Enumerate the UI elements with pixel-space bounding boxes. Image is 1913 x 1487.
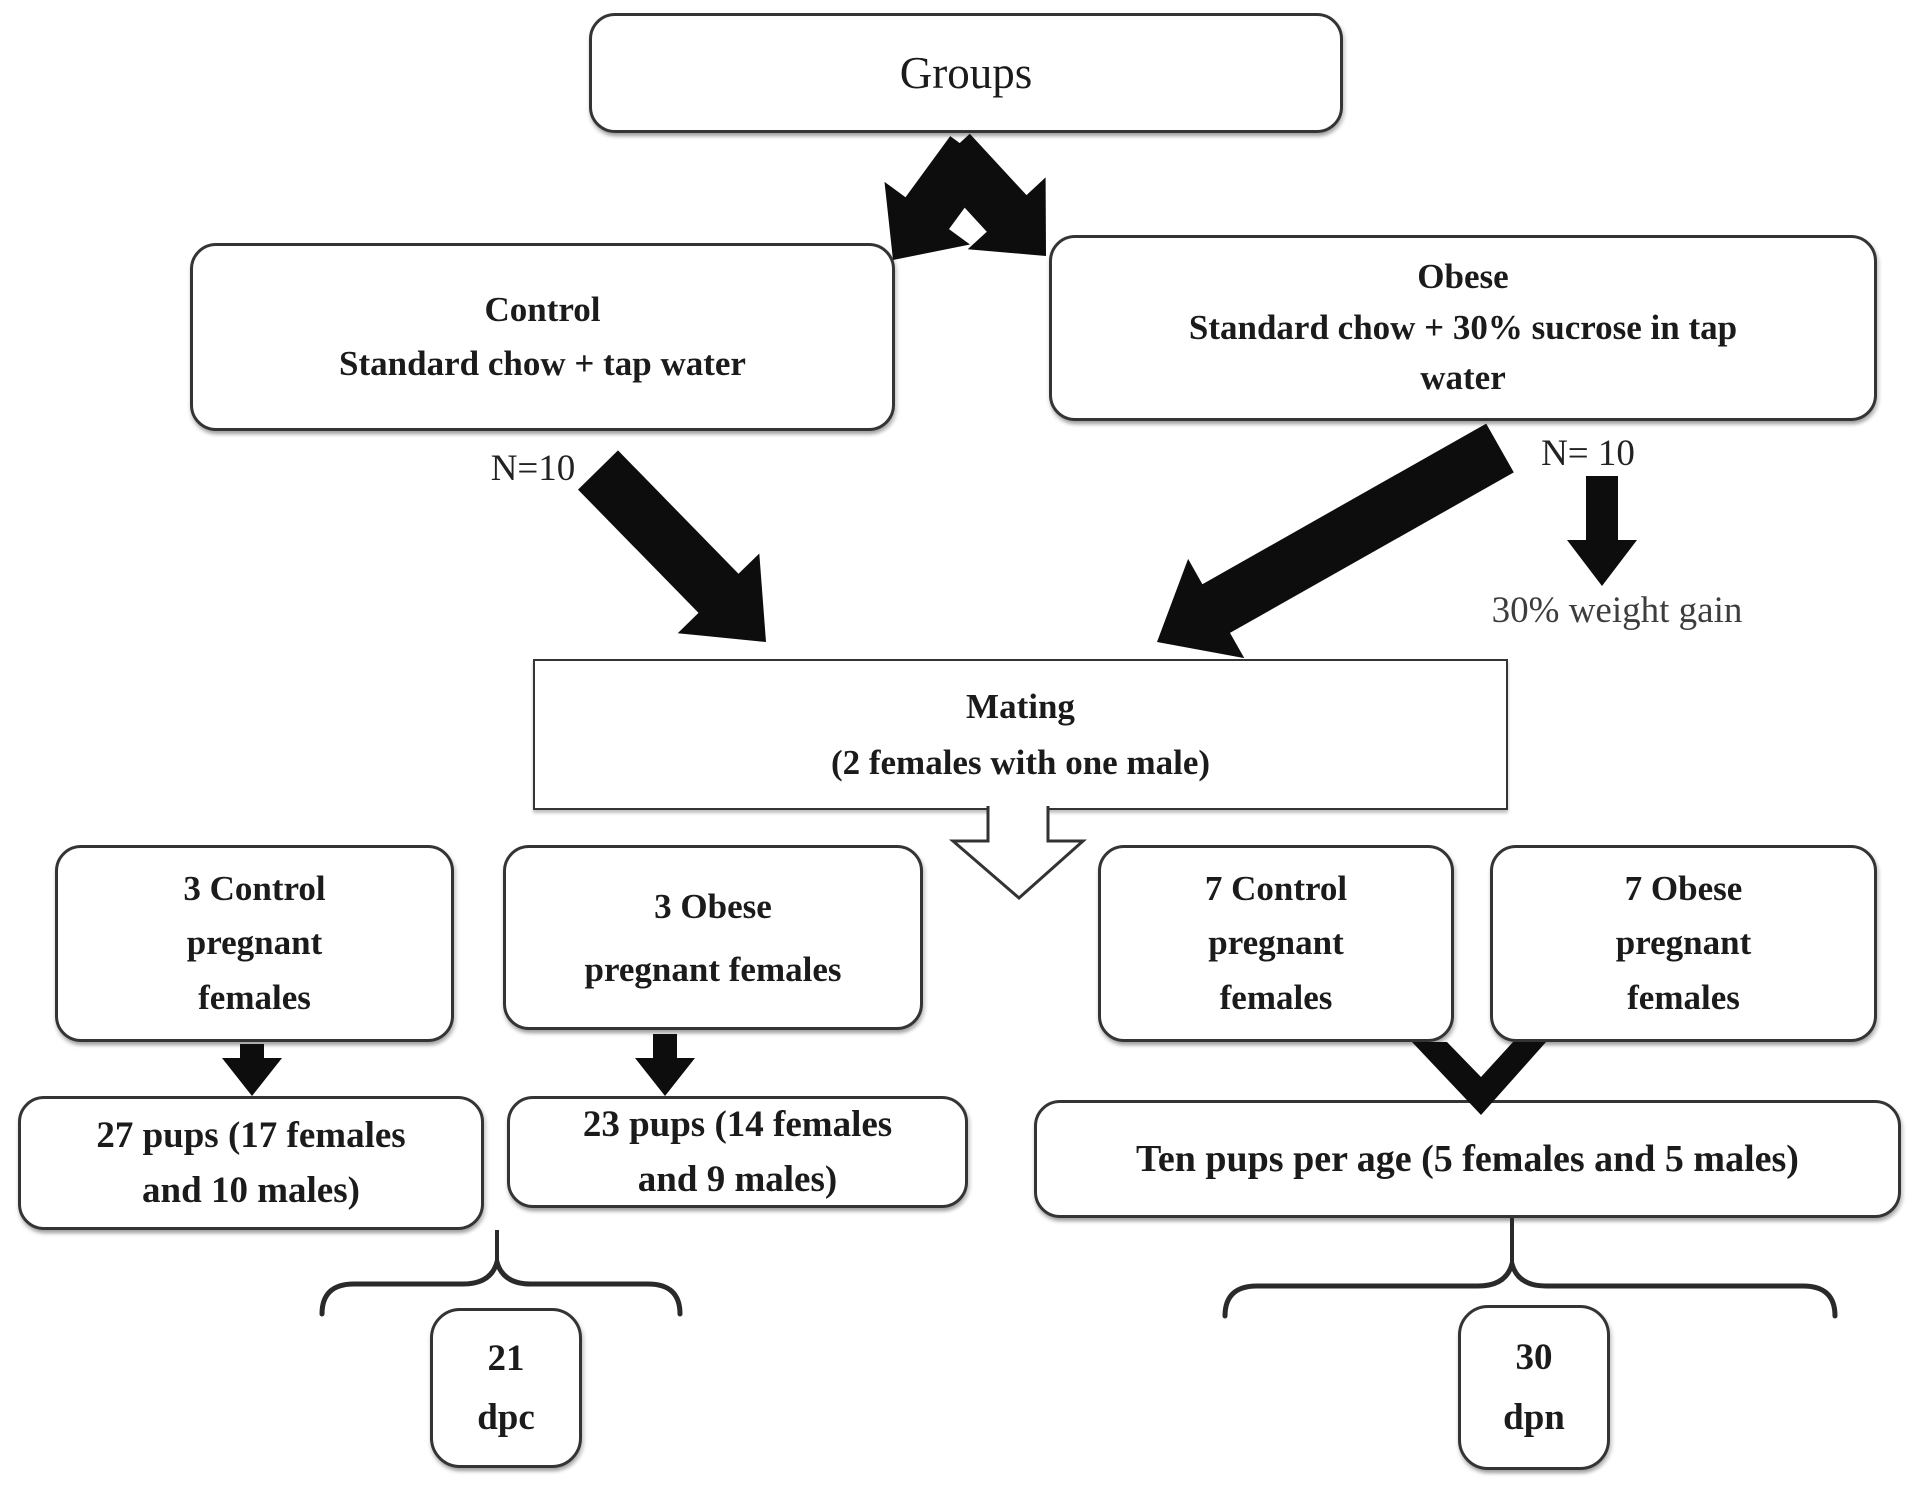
node-3-control-pregnant-females: 3 Control pregnant females — [55, 845, 454, 1042]
obese-weight-gain-arrow — [1567, 476, 1637, 586]
node-7-control-pregnant-females: 7 Control pregnant females — [1098, 845, 1454, 1042]
node-27-pups: 27 pups (17 females and 10 males) — [18, 1096, 484, 1230]
node-obese-diet: Obese Standard chow + 30% sucrose in tap… — [1049, 235, 1877, 421]
control-litter-arrow — [222, 1044, 282, 1096]
groups-split-arrow-right — [930, 133, 1046, 256]
groups-split-arrow-left — [884, 136, 994, 260]
label-n-control: N=10 — [490, 447, 576, 489]
node-ten-pups-per-age: Ten pups per age (5 females and 5 males) — [1034, 1100, 1901, 1218]
node-21-dpc: 21 dpc — [430, 1308, 582, 1468]
node-mating: Mating (2 females with one male) — [533, 659, 1508, 810]
label-n-obese: N= 10 — [1541, 432, 1635, 474]
litters-brace — [319, 1252, 683, 1317]
obese-litter-arrow — [635, 1034, 695, 1096]
node-30-dpn: 30 dpn — [1458, 1305, 1610, 1470]
node-23-pups: 23 pups (14 females and 9 males) — [507, 1096, 968, 1208]
node-groups: Groups — [589, 13, 1343, 133]
mating-output-arrow — [948, 806, 1087, 900]
label-weight-gain: 30% weight gain — [1491, 589, 1743, 631]
node-7-obese-pregnant-females: 7 Obese pregnant females — [1490, 845, 1877, 1042]
node-3-obese-pregnant-females: 3 Obese pregnant females — [503, 845, 923, 1030]
node-control-diet: Control Standard chow + tap water — [190, 243, 895, 431]
